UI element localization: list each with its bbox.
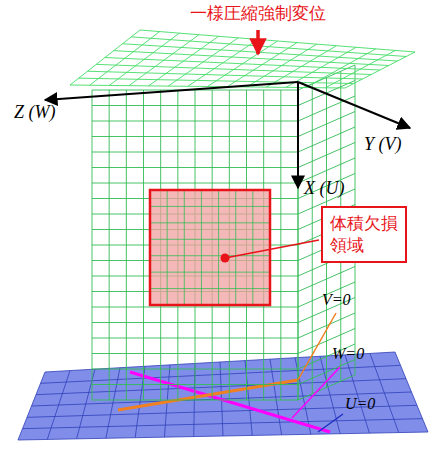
- top-plate: [70, 30, 415, 88]
- defect-region: [150, 190, 270, 305]
- constraint-label: W=0: [332, 345, 364, 363]
- axis-label: Y (V): [364, 134, 402, 155]
- leader-lines: [292, 313, 343, 432]
- constraint-label: V=0: [322, 291, 351, 309]
- callout-text: 体積欠損領域: [330, 212, 398, 256]
- callout-box: 体積欠損領域: [321, 206, 407, 263]
- defect-outline: [150, 190, 319, 305]
- axes: [45, 82, 410, 188]
- load-arrow: [258, 30, 259, 54]
- base-plate: [18, 352, 428, 440]
- defect-grid: [150, 190, 270, 305]
- column-mesh: [92, 65, 355, 400]
- constraint-label: U=0: [345, 395, 375, 413]
- axis-label: X (U): [304, 178, 344, 199]
- load-label: 一様圧縮強制変位: [190, 4, 326, 24]
- axis-label: Z (W): [14, 102, 56, 123]
